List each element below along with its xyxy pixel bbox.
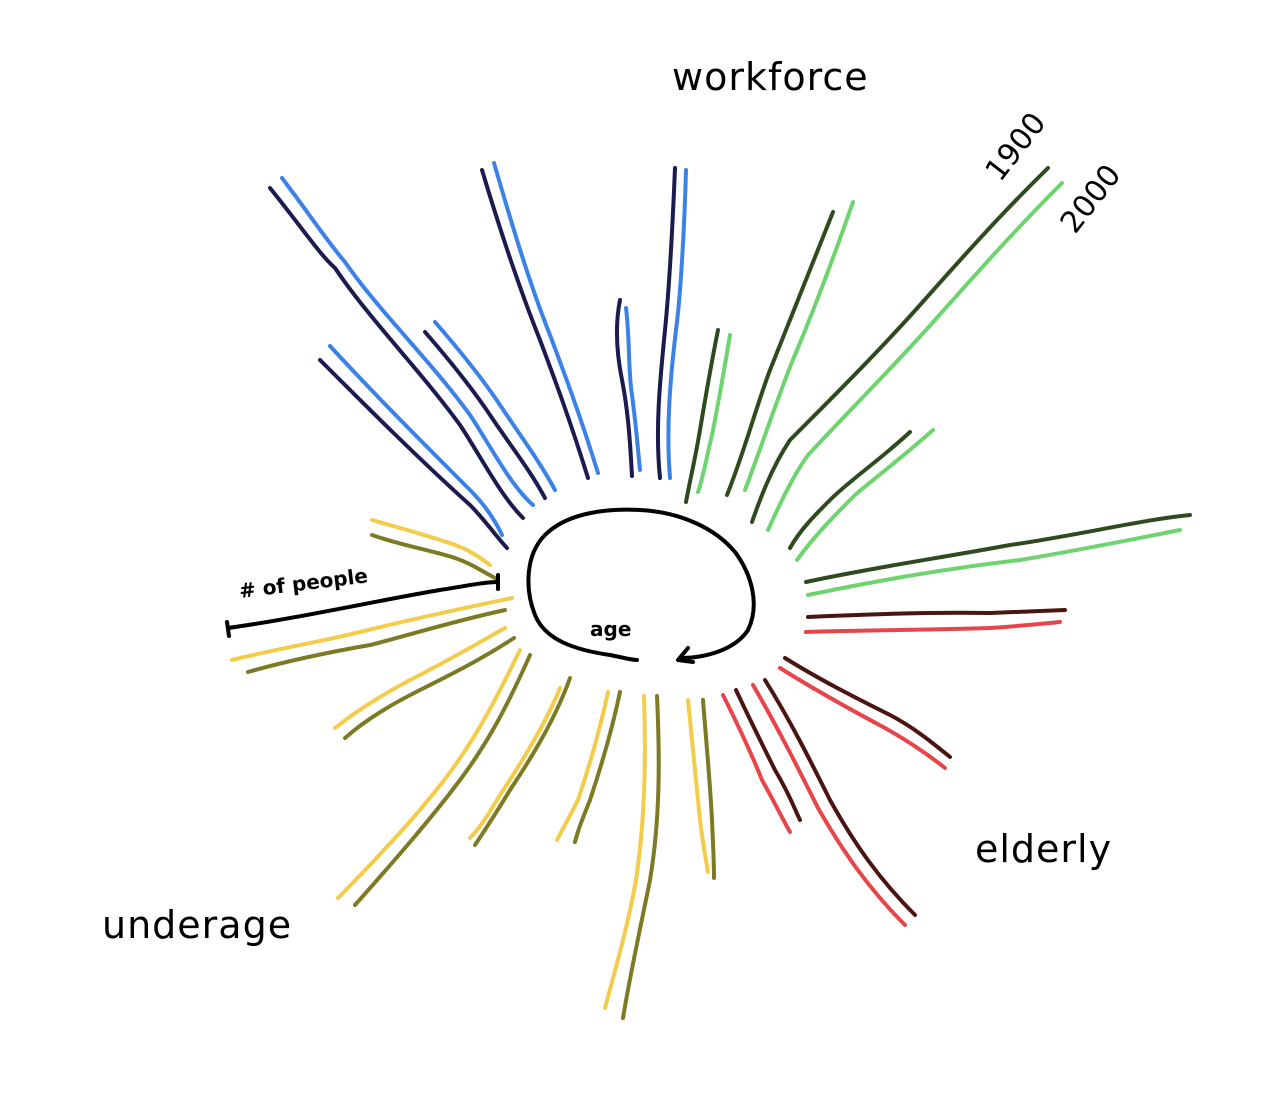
workforce-green-rays [684,166,1192,597]
ray-workforce-8-2000 [743,200,855,492]
ray-underage-7-2000 [603,694,647,1010]
ray-elderly-3-2000 [751,683,907,927]
underage-rays [230,518,716,1020]
ray-elderly-1-2000 [804,620,1062,634]
ray-elderly-1-1900 [806,608,1067,619]
ray-underage-6-1900 [573,690,622,844]
ray-workforce-3-2000 [433,320,557,492]
elderly-rays [721,608,1067,927]
ray-workforce-3-1900 [423,330,547,500]
ray-workforce-11-1900 [804,513,1192,584]
ray-underage-5-2000 [468,686,562,840]
underage-label: underage [102,903,292,947]
ray-workforce-9-1900 [750,166,1050,524]
ray-workforce-1-1900 [268,186,525,520]
ray-underage-1-1900 [370,533,497,580]
ray-workforce-4-2000 [492,161,600,475]
ray-underage-4-1900 [353,653,532,907]
ray-workforce-2-2000 [328,344,504,537]
ray-underage-2-1900 [246,608,507,674]
ray-underage-6-2000 [555,690,610,842]
ray-underage-3-1900 [343,636,516,740]
ray-underage-7-1900 [621,694,661,1020]
ray-elderly-3-1900 [763,678,917,917]
age-axis-label: age [590,617,631,641]
elderly-label: elderly [975,827,1112,871]
people-axis-label: # of people [238,563,369,603]
ray-underage-8-2000 [686,698,710,874]
ray-underage-1-2000 [370,518,492,567]
age-circle-axis [526,507,756,664]
ray-workforce-7-1900 [684,328,720,504]
ray-workforce-7-2000 [696,333,732,494]
ray-underage-8-1900 [701,698,716,880]
ray-workforce-9-2000 [766,181,1064,532]
ray-workforce-4-1900 [480,168,590,480]
ray-underage-3-2000 [333,626,507,730]
ray-workforce-8-1900 [725,210,835,497]
ray-underage-4-2000 [336,648,522,900]
ray-underage-2-2000 [230,596,514,662]
age-arrow-head [676,646,695,664]
workforce-label: workforce [672,55,869,99]
legend-2000-label: 2000 [1054,158,1129,240]
ray-workforce-11-2000 [806,528,1182,597]
ray-underage-5-1900 [473,676,572,847]
ray-workforce-2-1900 [318,358,509,550]
ray-elderly-2-1900 [783,656,952,759]
ray-workforce-1-2000 [280,176,535,507]
ray-workforce-5-1900 [614,298,634,478]
ray-elderly-4-2000 [721,693,792,834]
ray-workforce-6-1900 [655,166,677,480]
ray-elderly-2-2000 [778,666,947,770]
ray-elderly-4-1900 [734,688,802,822]
people-axis-line [226,580,500,630]
ray-workforce-6-2000 [666,168,688,480]
people-axis-end-left [225,620,231,638]
ray-workforce-5-2000 [624,306,642,472]
workforce-blue-rays [268,161,688,550]
ray-workforce-10-1900 [788,430,912,550]
people-axis [225,573,500,638]
age-circle [526,507,756,662]
ray-workforce-10-2000 [795,428,935,562]
